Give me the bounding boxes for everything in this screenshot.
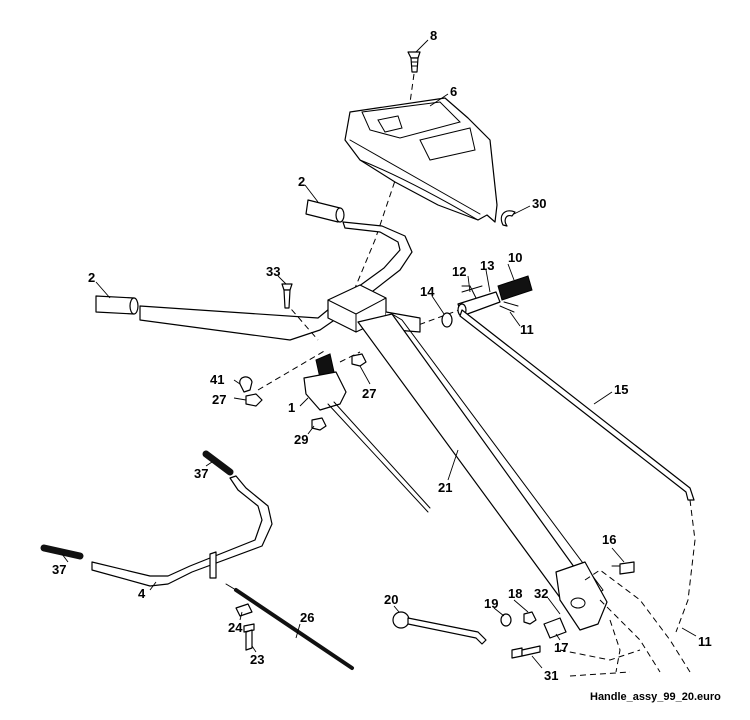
callout-6: 6 xyxy=(450,84,457,99)
callout-29: 29 xyxy=(294,432,308,447)
part-16-bolt xyxy=(611,561,635,575)
part-1-lever-bracket xyxy=(303,353,431,513)
part-4-lower-handle xyxy=(91,475,273,587)
part-41-clip xyxy=(239,376,253,393)
part-27-nut-right xyxy=(351,353,367,367)
callout-17: 17 xyxy=(554,640,568,655)
callout-11-upper: 11 xyxy=(520,322,534,337)
part-11-cotter-pin xyxy=(499,301,519,313)
part-15-rod xyxy=(459,309,695,501)
callout-2-upper: 2 xyxy=(298,174,305,189)
callout-37-upper: 37 xyxy=(194,466,208,481)
part-37-grip-lower xyxy=(40,544,84,560)
fastener-centerline-27 xyxy=(339,351,361,363)
part-24-clip xyxy=(235,603,253,617)
part-8-bolt xyxy=(407,51,421,73)
callout-15: 15 xyxy=(614,382,628,397)
part-27-nut-left xyxy=(245,393,263,407)
callout-21: 21 xyxy=(438,480,452,495)
callout-12: 12 xyxy=(452,264,466,279)
callout-10: 10 xyxy=(508,250,522,265)
callout-19: 19 xyxy=(484,596,498,611)
lower-frame-reference xyxy=(559,569,691,677)
callout-41: 41 xyxy=(210,372,224,387)
callout-2-left: 2 xyxy=(88,270,95,285)
part-23-bolt xyxy=(243,623,255,651)
part-6-console xyxy=(344,97,498,223)
callout-30: 30 xyxy=(532,196,546,211)
part-26-cable xyxy=(225,583,354,670)
rod-centerline xyxy=(675,499,696,633)
part-18-nut xyxy=(523,611,537,625)
part-10-grip xyxy=(497,275,533,301)
part-37-grip-upper xyxy=(202,450,234,476)
callout-18: 18 xyxy=(508,586,522,601)
callout-33: 33 xyxy=(266,264,280,279)
callout-24: 24 xyxy=(228,620,243,635)
callout-27-right: 27 xyxy=(362,386,376,401)
part-29-nut xyxy=(311,417,327,431)
diagram-caption: Handle_assy_99_20.euro xyxy=(590,691,721,703)
part-30-clip xyxy=(500,210,516,227)
callout-11-lower: 11 xyxy=(698,634,712,649)
callout-20: 20 xyxy=(384,592,398,607)
part-19-washer xyxy=(500,613,512,627)
callout-4: 4 xyxy=(138,586,146,601)
callout-26: 26 xyxy=(300,610,314,625)
fastener-centerline-33 xyxy=(284,301,319,341)
callout-8: 8 xyxy=(430,28,437,43)
callout-16: 16 xyxy=(602,532,616,547)
callout-1: 1 xyxy=(288,400,295,415)
callout-23: 23 xyxy=(250,652,264,667)
part-33-bolt xyxy=(281,283,293,309)
part-17-plate xyxy=(543,617,567,639)
callout-37-lower: 37 xyxy=(52,562,66,577)
callout-32: 32 xyxy=(534,586,548,601)
callout-31: 31 xyxy=(544,668,558,683)
part-21-main-tube xyxy=(357,313,608,631)
callout-14: 14 xyxy=(420,284,435,299)
part-20-shift-lever xyxy=(392,611,487,645)
callout-27-left: 27 xyxy=(212,392,226,407)
part-31-bolt xyxy=(511,645,541,659)
fastener-centerline-41 xyxy=(257,349,327,391)
part-14-bushing xyxy=(441,312,453,328)
callout-13: 13 xyxy=(480,258,494,273)
leader-lines xyxy=(61,39,697,669)
